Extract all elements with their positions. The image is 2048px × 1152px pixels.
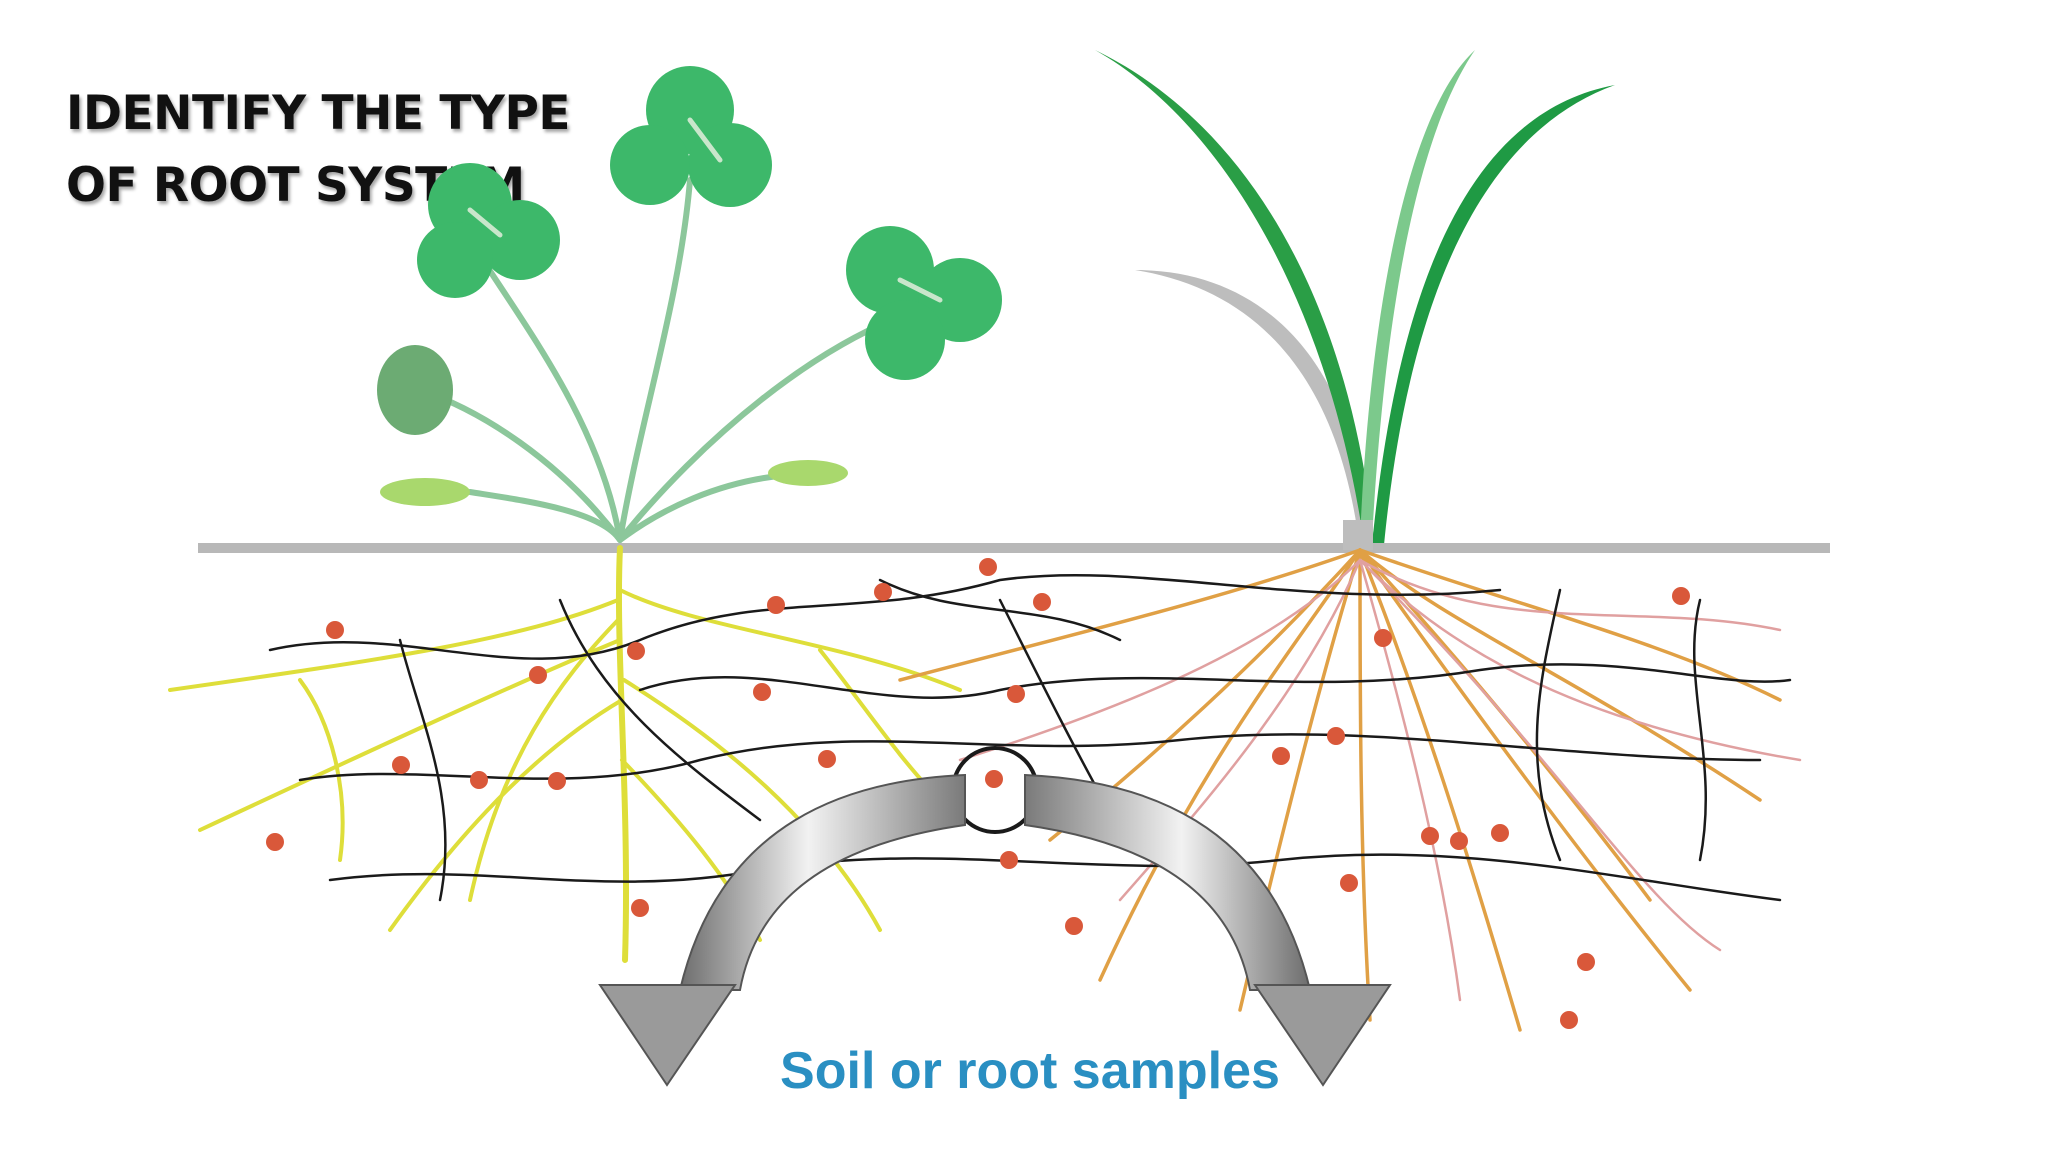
clover-leaves [417, 66, 1002, 380]
grass-plant [1095, 50, 1615, 550]
grass-crown [1343, 520, 1373, 550]
clover-seedleaf-right [768, 460, 848, 486]
clover-seedleaf-left [380, 478, 470, 506]
pink-root-system [958, 558, 1802, 1002]
clover-leaf-marks [467, 117, 943, 303]
taproot-system [168, 545, 962, 963]
clover-bud-leaf [377, 345, 453, 435]
title-line-1: IDENTIFY THE TYPE [66, 86, 571, 141]
root-nodules [266, 558, 1690, 1029]
hyphae-network [268, 573, 1792, 902]
grass-blade-bright [1372, 85, 1615, 545]
sample-ring-inner [959, 754, 1031, 826]
sample-arrow-right [1024, 773, 1392, 1087]
grass-blade-light [1360, 50, 1475, 540]
diagram-caption: Soil or root samples [780, 1042, 1280, 1100]
clover-plant [377, 66, 1002, 543]
sample-arrow-left [598, 773, 966, 1087]
grass-blade-grey [1135, 270, 1370, 550]
